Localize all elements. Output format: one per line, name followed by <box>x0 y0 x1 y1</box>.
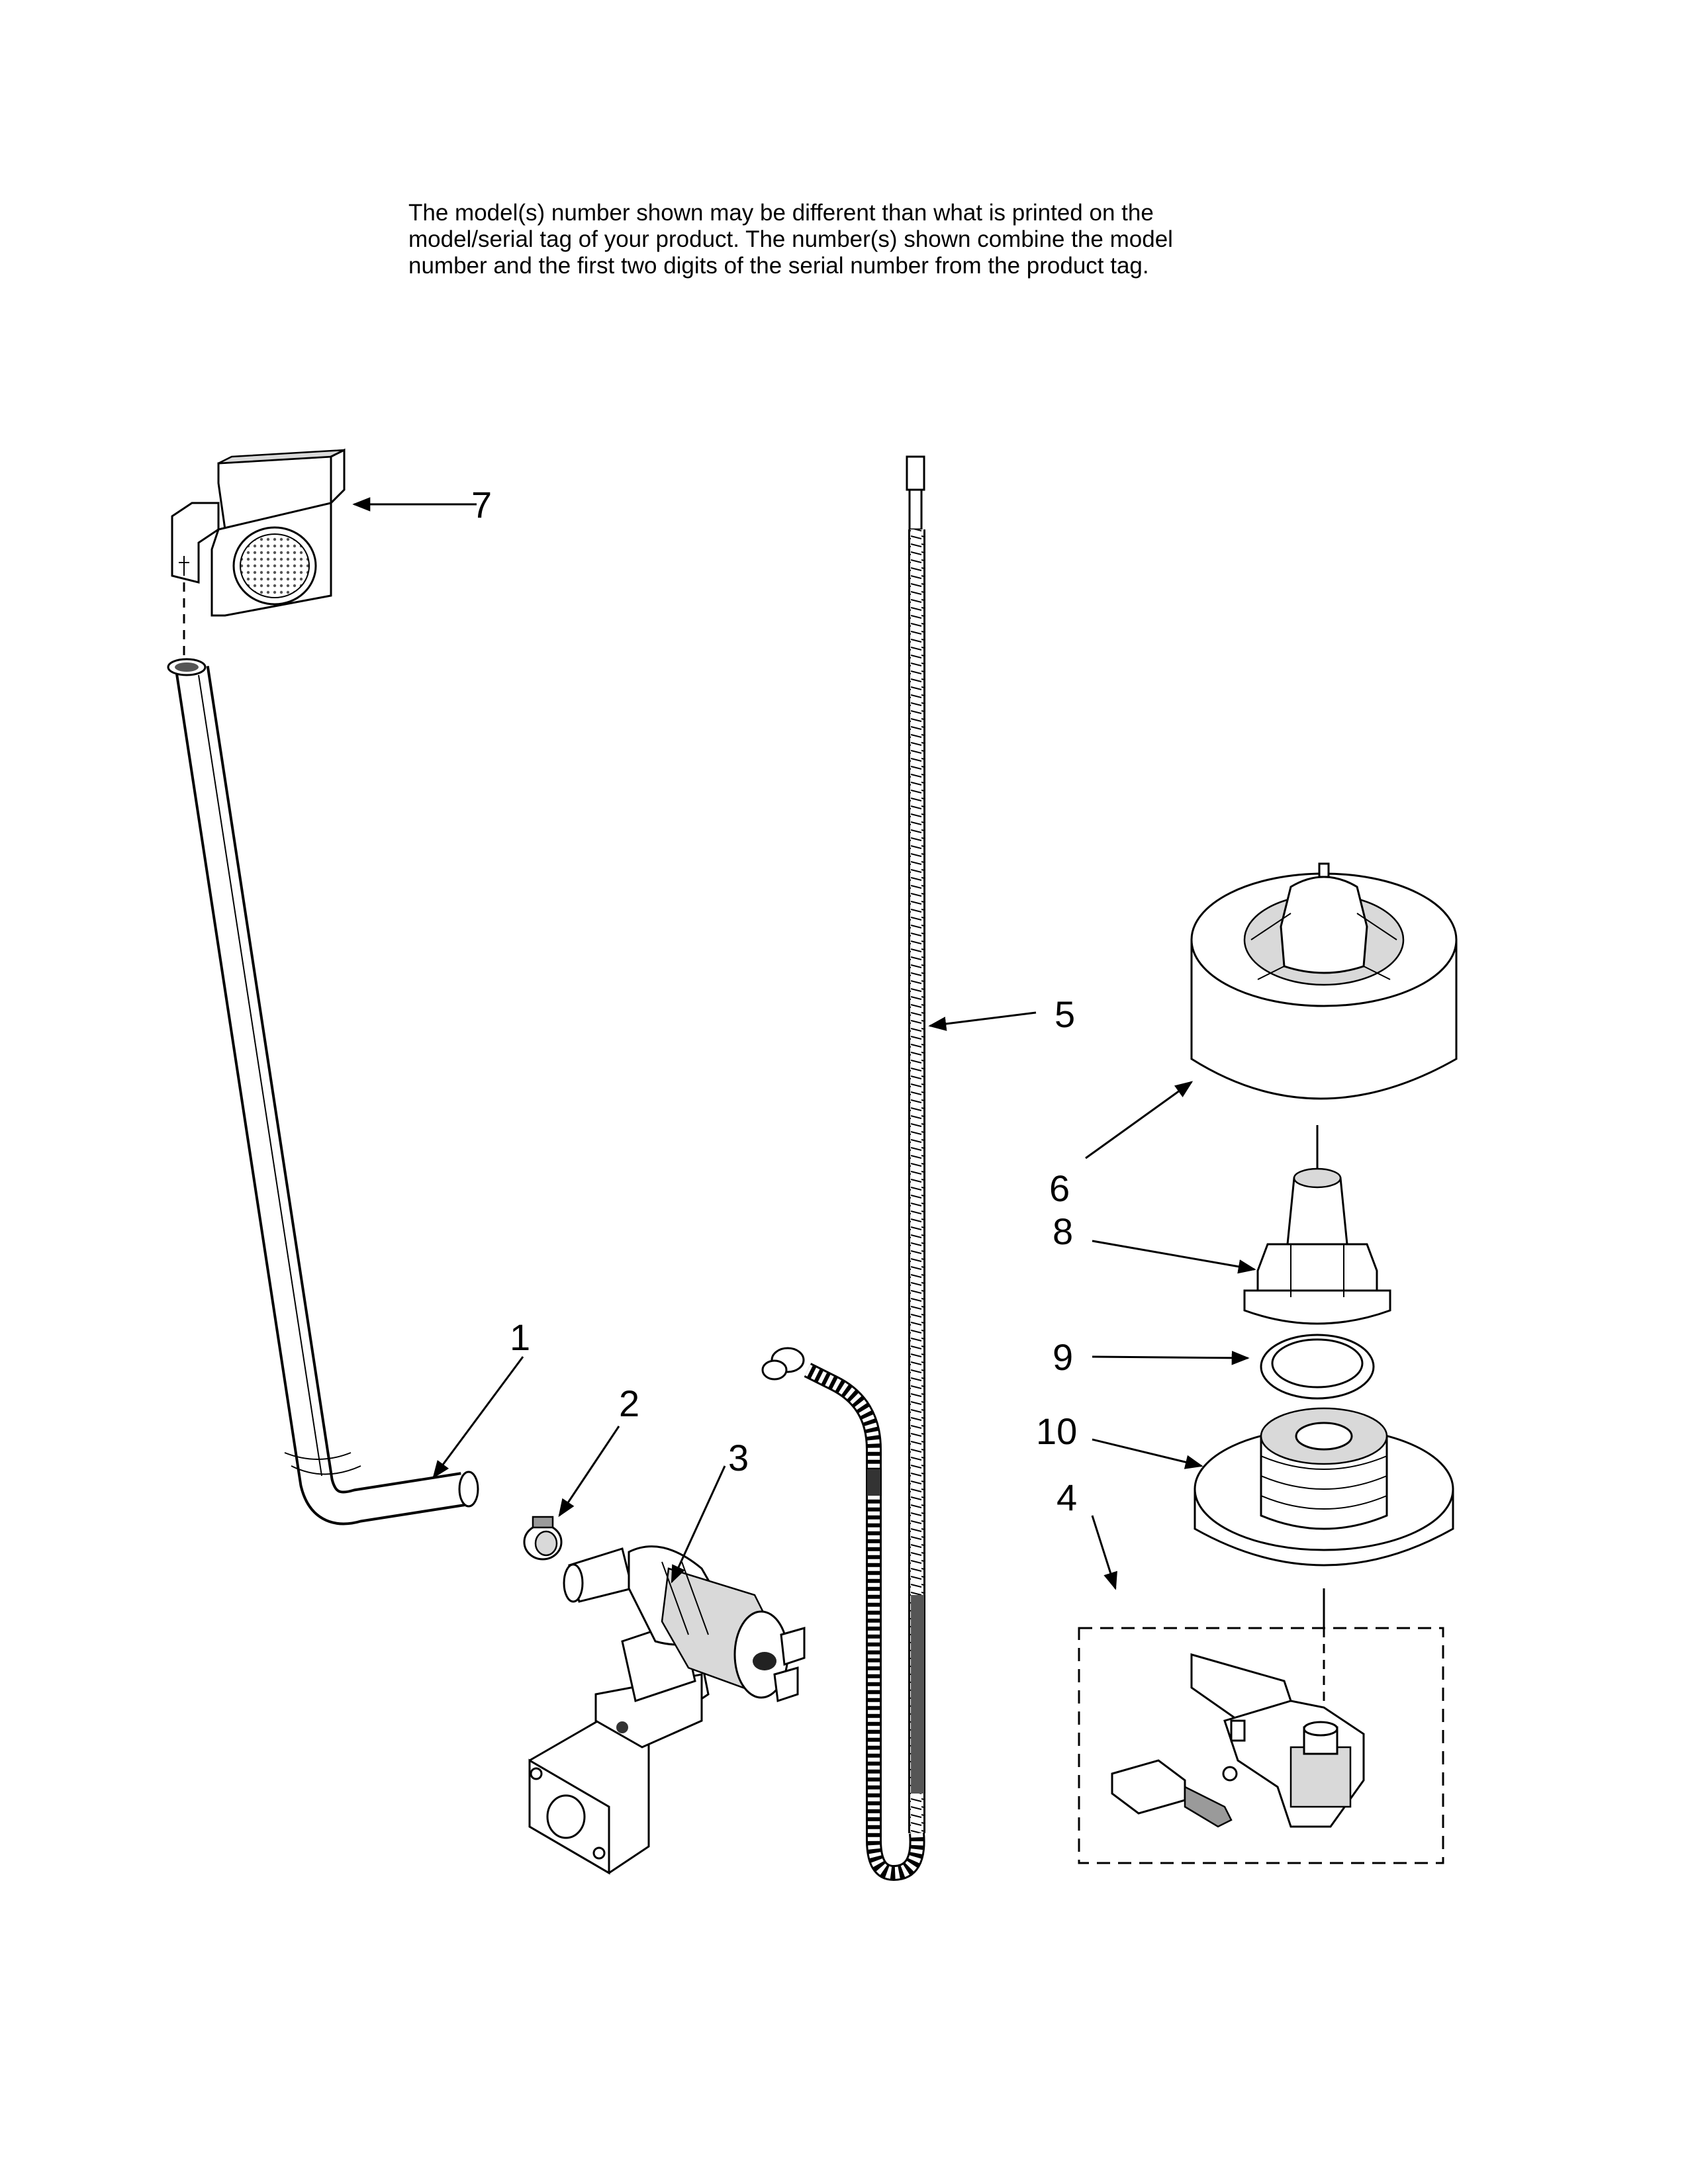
part-3-water-valve <box>528 1465 806 1875</box>
part-4-switch-assembly <box>1078 1515 1444 1864</box>
note-line-2: model/serial tag of your product. The nu… <box>408 226 1173 252</box>
callout-1: 1 <box>510 1316 530 1358</box>
callout-3: 3 <box>728 1437 749 1479</box>
part-8-nut <box>1092 1167 1391 1325</box>
part-2-clamp <box>523 1426 620 1561</box>
callout-4: 4 <box>1056 1477 1077 1518</box>
callout-6: 6 <box>1049 1167 1070 1209</box>
callout-8: 8 <box>1053 1210 1073 1252</box>
callout-7: 7 <box>471 484 492 525</box>
disclaimer-note: The model(s) number shown may be differe… <box>408 200 1335 279</box>
part-1-hose <box>167 658 524 1525</box>
callout-9: 9 <box>1053 1336 1073 1378</box>
part-7-filter-housing <box>171 448 477 617</box>
part-9-seal <box>1092 1334 1375 1400</box>
callout-5: 5 <box>1055 993 1075 1035</box>
part-6-cap <box>1085 862 1458 1231</box>
note-line-3: number and the first two digits of the s… <box>408 253 1149 279</box>
note-line-1: The model(s) number shown may be differe… <box>408 200 1154 226</box>
part-10-base <box>1092 1407 1454 1567</box>
callout-2: 2 <box>619 1383 639 1424</box>
part-5-corrugated-tube <box>761 455 1037 1882</box>
callout-10: 10 <box>1036 1410 1077 1452</box>
